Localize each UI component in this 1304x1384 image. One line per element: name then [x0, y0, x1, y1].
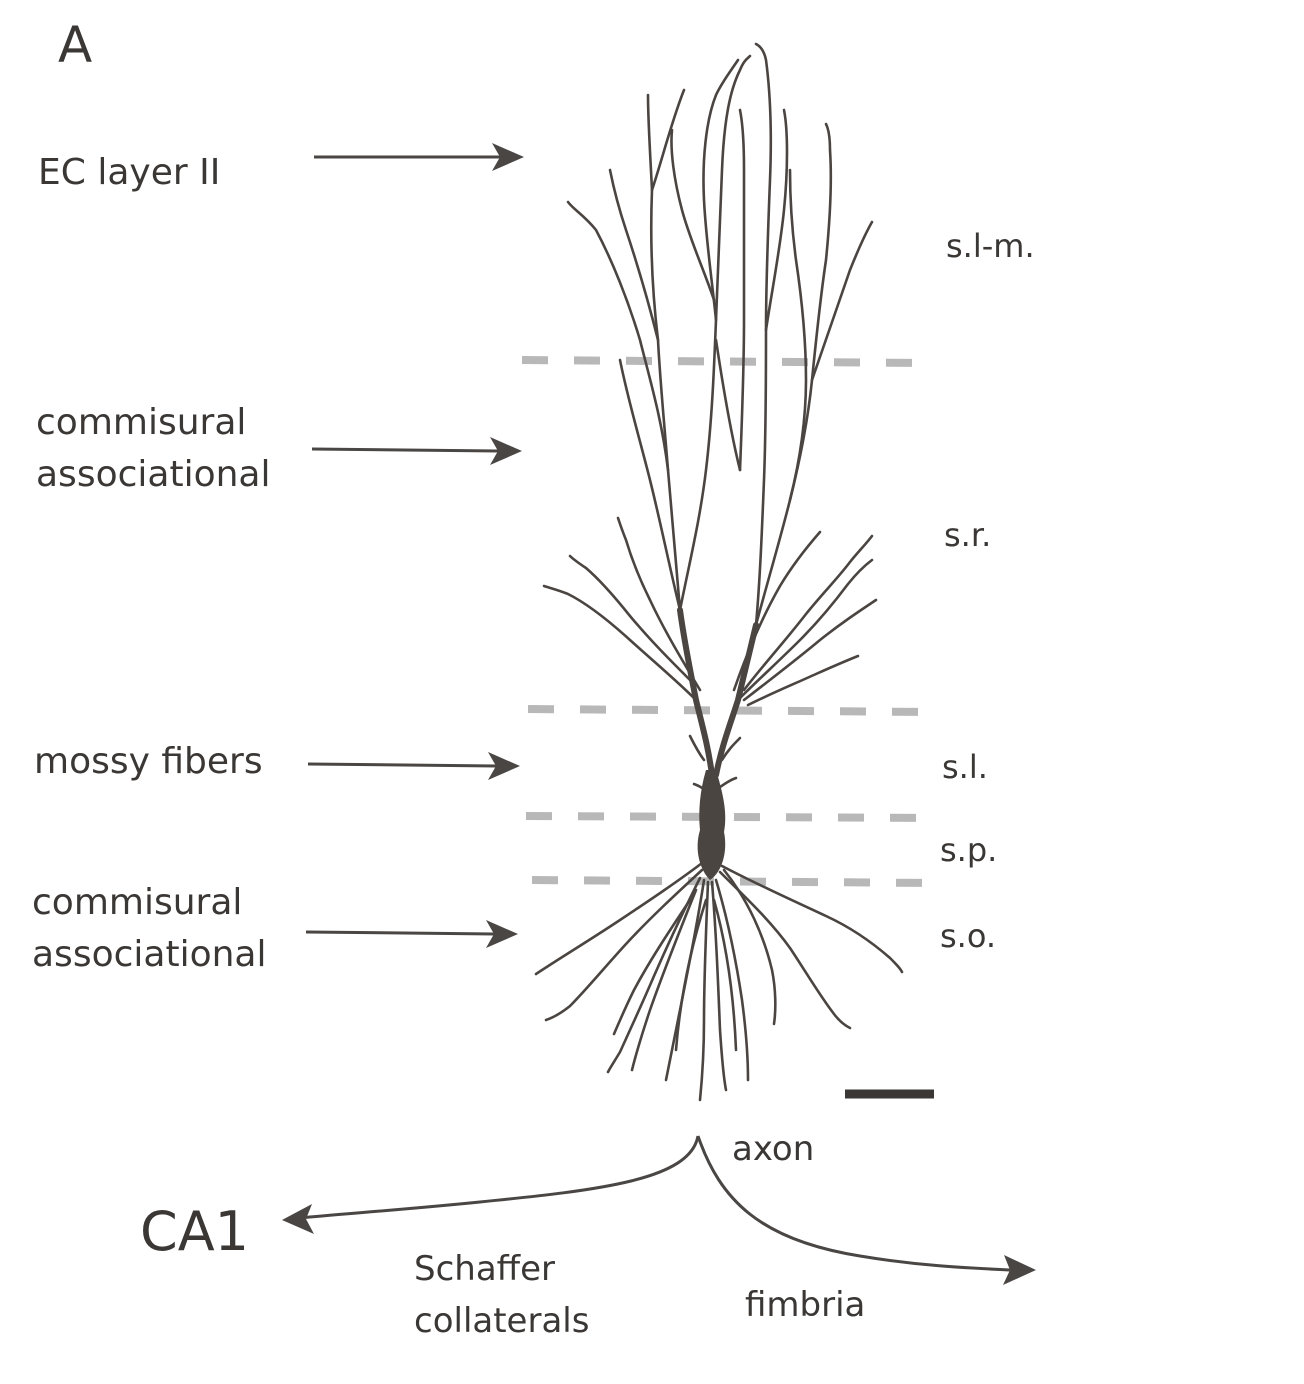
layer-boundary-lm-r [522, 360, 930, 363]
layer-boundary-p-o [532, 880, 938, 883]
input-label-commissural-lower-line2: associational [32, 934, 266, 975]
input-arrow-ec [314, 143, 524, 171]
input-label-commissural-upper-line2: associational [36, 454, 270, 495]
layer-label-sr: s.r. [944, 516, 991, 554]
oblique-dendrites [544, 518, 876, 705]
input-arrow-commissural-upper [312, 437, 522, 465]
apical-trunk [680, 610, 712, 775]
axon-output [282, 1136, 1036, 1285]
input-label-mossy-fibers: mossy fibers [34, 741, 263, 782]
layer-label-sl: s.l. [942, 748, 988, 786]
axon-to-ca1-line [300, 1136, 698, 1218]
layer-label-sp: s.p. [940, 831, 997, 869]
axon-label: axon [732, 1129, 814, 1169]
input-label-ec-layer-ii: EC layer II [38, 152, 220, 193]
panel-label: A [58, 16, 92, 74]
input-arrow-mossy-fibers [308, 752, 520, 780]
layer-label-so: s.o. [940, 917, 996, 955]
input-label-commissural-lower-line1: commisural [32, 882, 242, 923]
schaffer-label-line2: collaterals [414, 1301, 589, 1341]
input-arrow-commissural-lower [306, 920, 518, 948]
ca1-label: CA1 [140, 1200, 249, 1263]
axon-to-ca1-arrowhead [282, 1204, 314, 1234]
basal-dendrites [536, 860, 902, 1100]
layer-label-slm: s.l-m. [946, 227, 1035, 265]
pyramidal-neuron [536, 44, 902, 1100]
fimbria-label: fimbria [745, 1285, 865, 1325]
apical-dendrites [568, 44, 872, 625]
schaffer-label-line1: Schaffer [414, 1249, 555, 1289]
layer-boundary-r-l [528, 709, 934, 712]
layer-boundary-l-p [526, 816, 934, 818]
input-label-commissural-upper-line1: commisural [36, 402, 246, 443]
